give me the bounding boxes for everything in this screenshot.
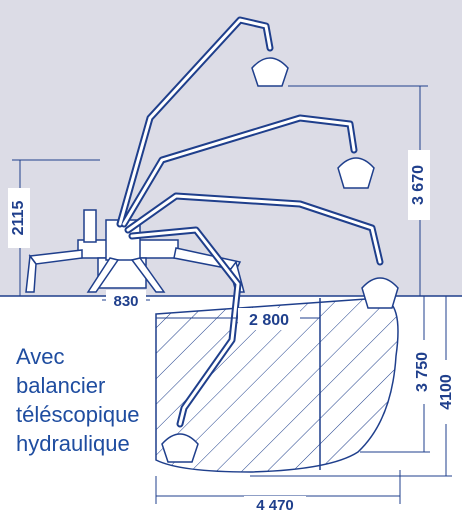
dig-zone bbox=[155, 297, 399, 473]
dim-track-width: 830 bbox=[113, 293, 138, 310]
sky-area bbox=[0, 0, 462, 296]
grabs bbox=[161, 57, 399, 463]
caption-line-4: hydraulique bbox=[16, 431, 130, 456]
dim-base-height: 2115 bbox=[10, 201, 27, 236]
arm-positions-inner bbox=[118, 18, 382, 426]
dim-reach-above-ground: 3 670 bbox=[410, 165, 427, 205]
dim-depth-a: 3 750 bbox=[414, 352, 431, 392]
caption-line-2: balancier bbox=[16, 373, 106, 398]
caption-line-1: Avec bbox=[16, 344, 65, 369]
dimension-labels: 2115 3 670 3 750 4100 830 2 800 4 470 bbox=[8, 150, 458, 512]
dim-depth-total: 4100 bbox=[438, 374, 455, 410]
dim-inner-width: 2 800 bbox=[249, 312, 289, 329]
dim-total-width: 4 470 bbox=[256, 497, 294, 512]
caption-line-3: téléscopique bbox=[16, 402, 140, 427]
machine-base bbox=[25, 209, 245, 293]
caption: Avec balancier téléscopique hydraulique bbox=[16, 342, 156, 458]
